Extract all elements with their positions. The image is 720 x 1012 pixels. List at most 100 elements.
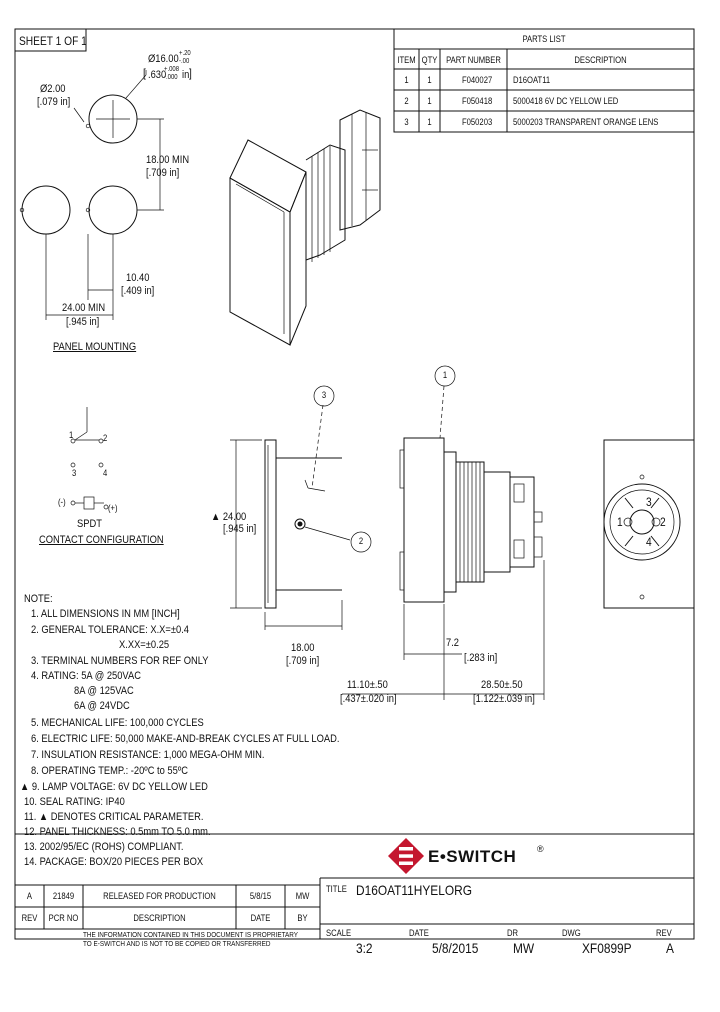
parts-cell: 2: [404, 96, 409, 106]
balloon-2-label: 2: [358, 536, 364, 546]
terminal-3: 3: [72, 468, 77, 478]
rear-pin-3: 3: [646, 495, 652, 509]
disclaimer-line: TO E-SWITCH AND IS NOT TO BE COPIED OR T…: [83, 939, 271, 948]
parts-cell: F040027: [462, 75, 493, 85]
registered-mark: ®: [537, 844, 544, 854]
contact-configuration-caption: CONTACT CONFIGURATION: [39, 534, 164, 546]
note-item: 10. SEAL RATING: IP40: [24, 796, 125, 808]
title-label: TITLE: [326, 884, 347, 894]
dim-hole-in: [.079 in]: [37, 96, 71, 108]
dim-diameter-tol-up: +.20: [179, 50, 191, 57]
drawn-by-label: DR: [507, 928, 519, 938]
rev-header: PCR NO: [48, 913, 79, 923]
dim-front-mm: 11.10±.50: [347, 679, 388, 691]
rev-cell: A: [26, 891, 33, 901]
date-label: DATE: [409, 928, 429, 938]
rear-pin-2: 2: [660, 515, 666, 529]
rear-pin-4: 4: [646, 535, 652, 549]
rev-value: A: [666, 940, 674, 956]
revision-grid: [15, 878, 321, 939]
note-item: 8A @ 125VAC: [74, 685, 134, 697]
note-item: 8. OPERATING TEMP.: -20ºC to 55ºC: [31, 765, 189, 777]
dim-offset-mm: 10.40: [126, 272, 150, 284]
rev-cell: MW: [295, 891, 310, 901]
note-item: 4. RATING: 5A @ 250VAC: [31, 670, 141, 682]
title-block-grid: [320, 877, 694, 925]
note-item: 12. PANEL THICKNESS: 0.5mm TO 5.0 mm.: [24, 826, 211, 838]
scale-label: SCALE: [326, 928, 352, 938]
parts-cell: 1: [404, 75, 409, 85]
dwg-label: DWG: [562, 928, 581, 938]
rev-header: REV: [21, 913, 38, 923]
parts-cell: 5000418 6V DC YELLOW LED: [513, 96, 619, 106]
dim-front-in: [.437±.020 in]: [340, 693, 397, 705]
parts-cell: D16OAT11: [513, 75, 551, 85]
note-item: 3. TERMINAL NUMBERS FOR REF ONLY: [31, 655, 209, 667]
terminal-4: 4: [103, 468, 108, 478]
dim-diameter-in: .630: [148, 69, 167, 81]
sheet-number: SHEET 1 OF 1: [19, 34, 87, 48]
contact-schematic: [70, 407, 109, 510]
note-item: 6A @ 24VDC: [74, 700, 130, 712]
dim-flange-mm: 7.2: [446, 637, 460, 649]
parts-cell: F050203: [462, 117, 493, 127]
dim-horizontal-spacing-mm: 24.00 MIN: [62, 302, 106, 314]
parts-cell: F050418: [462, 96, 493, 106]
note-item: 6. ELECTRIC LIFE: 50,000 MAKE-AND-BREAK …: [31, 733, 340, 745]
dim-flange-in: [.283 in]: [464, 652, 498, 664]
terminal-1: 1: [69, 430, 74, 440]
rev-header: DESCRIPTION: [133, 913, 186, 923]
bracket-close: ]: [189, 66, 192, 80]
dim-depth-in: [.709 in]: [286, 655, 320, 667]
isometric-switch-drawing: [229, 109, 381, 346]
terminal-2: 2: [103, 433, 108, 443]
note-item: 2. GENERAL TOLERANCE: X.X=±0.4: [31, 624, 190, 636]
led-plus: (+): [108, 503, 118, 513]
parts-header-qty: QTY: [421, 55, 438, 65]
led-minus: (-): [58, 497, 66, 507]
bracket-open: [: [143, 66, 146, 80]
parts-list-grid: [393, 28, 695, 133]
rev-label: REV: [656, 928, 672, 938]
rear-view-drawing: [603, 439, 695, 609]
e-switch-logo: E•SWITCH ®: [388, 838, 548, 874]
panel-mounting-caption: PANEL MOUNTING: [53, 341, 137, 353]
rev-header: DATE: [250, 913, 271, 923]
dwg-value: XF0899P: [582, 940, 632, 956]
note-item: 11. ▲ DENOTES CRITICAL PARAMETER.: [24, 811, 204, 823]
drawing-title: D16OAT11HYELORG: [356, 882, 472, 898]
side-view-drawing: [230, 385, 372, 630]
dim-height-in: [.945 in]: [223, 523, 257, 535]
date-value: 5/8/2015: [432, 940, 479, 956]
dim-height-mm: ▲ 24.00: [211, 511, 247, 523]
e-switch-wordmark: E•SWITCH: [428, 847, 517, 866]
parts-header-item: ITEM: [397, 55, 416, 65]
dim-body-in: [1.122±.039 in]: [473, 693, 535, 705]
sheet-label-box: [14, 28, 87, 52]
profile-view-drawing: [342, 365, 545, 700]
note-item: ▲ 9. LAMP VOLTAGE: 6V DC YELLOW LED: [20, 781, 208, 793]
note-item: 1. ALL DIMENSIONS IN MM [INCH]: [31, 608, 180, 620]
notes-title: NOTE:: [24, 593, 53, 605]
note-item: 5. MECHANICAL LIFE: 100,000 CYCLES: [31, 717, 204, 729]
e-switch-logo-mark-icon: [388, 838, 424, 874]
rev-cell: 21849: [52, 891, 75, 901]
panel-mounting-drawing: [19, 70, 164, 320]
note-item: 13. 2002/95/EC (ROHS) COMPLIANT.: [24, 841, 184, 853]
dim-diameter-in-tol-down: -.000: [164, 74, 178, 81]
dim-horizontal-spacing-in: [.945 in]: [66, 316, 100, 328]
parts-header-part-number: PART NUMBER: [446, 55, 501, 65]
balloon-3-label: 3: [321, 390, 327, 400]
dim-diameter-in-tol-up: +.008: [164, 66, 180, 73]
dim-offset-in: [.409 in]: [121, 285, 155, 297]
note-item: 14. PACKAGE: BOX/20 PIECES PER BOX: [24, 856, 204, 868]
dim-diameter-tol-down: -.00: [179, 58, 190, 65]
note-item: 7. INSULATION RESISTANCE: 1,000 MEGA-OHM…: [31, 749, 265, 761]
spdt-label: SPDT: [77, 518, 102, 530]
disclaimer-line: THE INFORMATION CONTAINED IN THIS DOCUME…: [83, 930, 298, 939]
parts-cell: 3: [404, 117, 409, 127]
dim-depth-mm: 18.00: [291, 642, 315, 654]
parts-list-title: PARTS LIST: [522, 34, 566, 44]
parts-cell: 1: [427, 96, 432, 106]
